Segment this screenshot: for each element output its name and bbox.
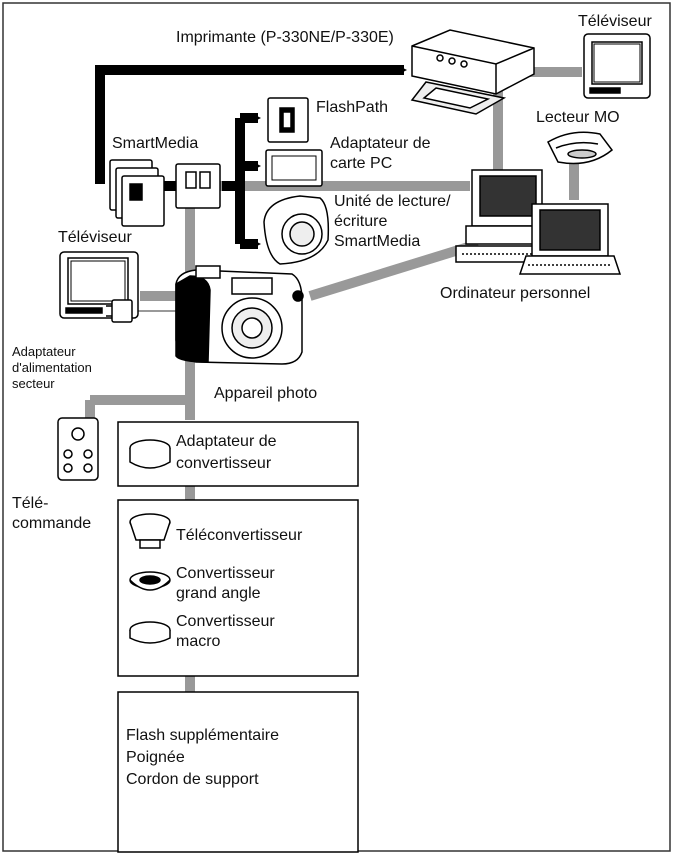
label-mo-reader: Lecteur MO [536,109,620,126]
printer-icon [410,29,535,115]
label-smartmedia: SmartMedia [112,135,198,152]
label-personal-computer: Ordinateur personnel [440,285,590,302]
label-pc-card-line1: Adaptateur de [330,135,431,152]
camera-icon [175,265,304,365]
label-remote-line1: Télé- [12,495,48,512]
label-wide-line1: Convertisseur [176,565,275,582]
ac-adapter-icon [106,299,133,323]
label-accessory-strap: Cordon de support [126,771,259,788]
label-flashpath: FlashPath [316,99,388,116]
label-teleconverter: Téléconvertisseur [176,527,303,544]
mo-drive-icon [547,131,614,165]
label-ac-adapter-line3: secteur [12,376,55,391]
label-remote-line2: commande [12,515,91,532]
label-rw-unit-line1: Unité de lecture/ [334,193,451,210]
smartmedia-cards-icon [109,159,165,227]
label-pc-card-line2: carte PC [330,155,392,172]
pc-card-adapter-icon [265,149,323,187]
label-ac-adapter-line2: d'alimentation [12,360,92,375]
label-macro-line1: Convertisseur [176,613,275,630]
teleconverter-icon [129,513,171,549]
label-accessory-grip: Poignée [126,749,185,766]
accessories-box [117,691,359,853]
storage-arrows [95,65,407,249]
smartmedia-card-icon [175,163,221,209]
label-accessory-flash: Flash supplémentaire [126,727,279,744]
label-rw-unit-line2: écriture [334,213,387,230]
wide-converter-icon [129,571,171,591]
personal-computer-icon [455,169,622,275]
label-converter-adapter-line1: Adaptateur de [176,433,277,450]
label-rw-unit-line3: SmartMedia [334,233,420,250]
label-converter-adapter-line2: convertisseur [176,455,272,472]
label-tv-left: Téléviseur [58,229,132,246]
macro-converter-icon [129,621,171,644]
tv-top-icon [583,33,651,99]
label-tv-top: Téléviseur [578,13,652,30]
label-macro-line2: macro [176,633,221,650]
label-wide-line2: grand angle [176,585,261,602]
flashpath-icon [267,97,309,143]
smartmedia-reader-icon [263,195,330,265]
label-ac-adapter-line1: Adaptateur [12,344,76,359]
converter-adapter-icon [129,439,171,469]
label-printer: Imprimante (P-330NE/P-330E) [176,29,394,46]
remote-control-icon [57,417,99,481]
label-camera: Appareil photo [214,385,317,402]
